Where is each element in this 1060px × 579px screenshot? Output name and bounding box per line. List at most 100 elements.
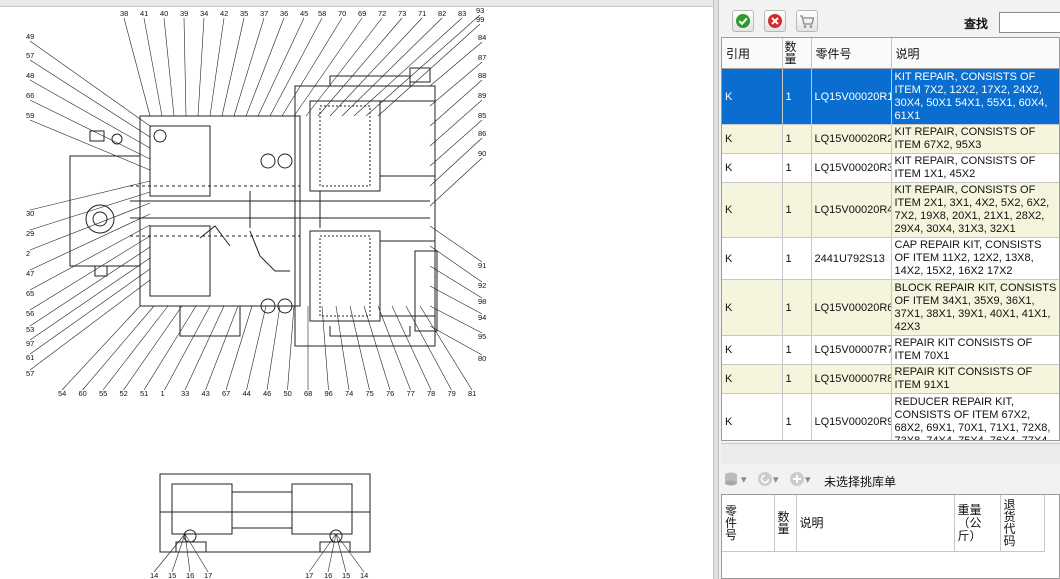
callout-label[interactable]: 61: [26, 353, 34, 362]
callout-label[interactable]: 34: [200, 9, 208, 18]
callout-label[interactable]: 93: [476, 6, 484, 15]
callout-label[interactable]: 50: [284, 389, 292, 398]
callout-label[interactable]: 60: [79, 389, 87, 398]
callout-label[interactable]: 97: [26, 339, 34, 348]
callout-label[interactable]: 35: [240, 9, 248, 18]
callout-label[interactable]: 39: [180, 9, 188, 18]
table-row[interactable]: K 1 LQ15V00007R8 REPAIR KIT CONSISTS OF …: [722, 364, 1059, 394]
callout-label[interactable]: 96: [325, 389, 333, 398]
col-header-qty[interactable]: 数量: [782, 38, 812, 69]
callout-label[interactable]: 82: [438, 9, 446, 18]
callout-label[interactable]: 79: [448, 389, 456, 398]
table-row[interactable]: K 1 2441U792S13 CAP REPAIR KIT, CONSISTS…: [722, 237, 1059, 280]
callout-label[interactable]: 38: [120, 9, 128, 18]
callout-label[interactable]: 58: [318, 9, 326, 18]
callout-label[interactable]: 46: [263, 389, 271, 398]
col-header-part-no[interactable]: 零件号: [811, 38, 892, 69]
pick-list-grid[interactable]: 零件号 数量 说明 重量（公斤） 退货代码: [721, 494, 1060, 579]
callout-label[interactable]: 65: [26, 289, 34, 298]
callout-label[interactable]: 17: [204, 571, 212, 579]
callout-label[interactable]: 86: [478, 129, 486, 138]
callout-label[interactable]: 66: [26, 91, 34, 100]
parts-grid[interactable]: 引用 数量 零件号 说明 K 1 LQ15V00020R1 KIT REPAIR…: [721, 37, 1060, 441]
callout-label[interactable]: 71: [418, 9, 426, 18]
table-row[interactable]: K 1 LQ15V00020R3 KIT REPAIR, CONSISTS OF…: [722, 153, 1059, 183]
callout-label[interactable]: 59: [26, 111, 34, 120]
col-header-ref[interactable]: 引用: [722, 38, 783, 69]
callout-label[interactable]: 98: [478, 297, 486, 306]
callout-label[interactable]: 85: [478, 111, 486, 120]
callout-label[interactable]: 99: [476, 15, 484, 24]
pick-list-menu-button[interactable]: ▾: [723, 470, 747, 488]
callout-label[interactable]: 57: [26, 51, 34, 60]
horizontal-splitter[interactable]: [721, 443, 1060, 464]
col-header-part-no[interactable]: 零件号: [722, 495, 775, 552]
table-row[interactable]: K 1 LQ15V00020R4 KIT REPAIR, CONSISTS OF…: [722, 182, 1059, 238]
callout-label[interactable]: 36: [280, 9, 288, 18]
callout-label[interactable]: 45: [300, 9, 308, 18]
callout-label[interactable]: 29: [26, 229, 34, 238]
callout-label[interactable]: 42: [220, 9, 228, 18]
col-header-qty[interactable]: 数量: [774, 495, 797, 552]
callout-label[interactable]: 43: [202, 389, 210, 398]
callout-label[interactable]: 78: [427, 389, 435, 398]
callout-label[interactable]: 33: [181, 389, 189, 398]
callout-label[interactable]: 91: [478, 261, 486, 270]
callout-label[interactable]: 70: [338, 9, 346, 18]
callout-label[interactable]: 68: [304, 389, 312, 398]
callout-label[interactable]: 94: [478, 313, 486, 322]
callout-label[interactable]: 30: [26, 209, 34, 218]
callout-label[interactable]: 47: [26, 269, 34, 278]
confirm-button[interactable]: [732, 10, 754, 32]
add-to-cart-button[interactable]: [796, 10, 818, 32]
callout-label[interactable]: 44: [243, 389, 251, 398]
callout-label[interactable]: 51: [140, 389, 148, 398]
callout-label[interactable]: 92: [478, 281, 486, 290]
callout-label[interactable]: 55: [99, 389, 107, 398]
callout-label[interactable]: 83: [458, 9, 466, 18]
table-row[interactable]: K 1 LQ15V00020R2 KIT REPAIR, CONSISTS OF…: [722, 124, 1059, 154]
callout-label[interactable]: 52: [120, 389, 128, 398]
col-header-desc[interactable]: 说明: [796, 495, 955, 552]
callout-label[interactable]: 15: [168, 571, 176, 579]
callout-label[interactable]: 67: [222, 389, 230, 398]
callout-label[interactable]: 72: [378, 9, 386, 18]
callout-label[interactable]: 75: [366, 389, 374, 398]
col-header-backorder[interactable]: 退货代码: [1000, 495, 1045, 552]
callout-label[interactable]: 48: [26, 71, 34, 80]
callout-label[interactable]: 16: [186, 571, 194, 579]
callout-label[interactable]: 16: [324, 571, 332, 579]
callout-label[interactable]: 88: [478, 71, 486, 80]
callout-label[interactable]: 37: [260, 9, 268, 18]
table-row[interactable]: K 1 LQ15V00020R1 KIT REPAIR, CONSISTS OF…: [722, 68, 1059, 125]
callout-label[interactable]: 87: [478, 53, 486, 62]
callout-label[interactable]: 17: [305, 571, 313, 579]
callout-label[interactable]: 69: [358, 9, 366, 18]
table-row[interactable]: K 1 LQ15V00007R7 REPAIR KIT CONSISTS OF …: [722, 335, 1059, 365]
callout-label[interactable]: 76: [386, 389, 394, 398]
search-input[interactable]: [999, 12, 1060, 33]
callout-label[interactable]: 2: [26, 249, 30, 258]
callout-label[interactable]: 54: [58, 389, 66, 398]
callout-label[interactable]: 73: [398, 9, 406, 18]
callout-label[interactable]: 56: [26, 309, 34, 318]
refresh-button[interactable]: ▾: [757, 470, 779, 488]
callout-label[interactable]: 57: [26, 369, 34, 378]
callout-label[interactable]: 84: [478, 33, 486, 42]
cancel-button[interactable]: [764, 10, 786, 32]
callout-label[interactable]: 95: [478, 332, 486, 341]
callout-label[interactable]: 53: [26, 325, 34, 334]
callout-label[interactable]: 14: [360, 571, 368, 579]
callout-label[interactable]: 89: [478, 91, 486, 100]
callout-label[interactable]: 49: [26, 32, 34, 41]
table-row[interactable]: K 1 LQ15V00020R9 REDUCER REPAIR KIT, CON…: [722, 393, 1059, 440]
callout-label[interactable]: 14: [150, 571, 158, 579]
col-header-weight[interactable]: 重量（公斤）: [954, 495, 1001, 552]
table-row[interactable]: K 1 LQ15V00020R6 BLOCK REPAIR KIT, CONSI…: [722, 279, 1059, 336]
callout-label[interactable]: 74: [345, 389, 353, 398]
callout-label[interactable]: 1: [161, 389, 165, 398]
callout-label[interactable]: 40: [160, 9, 168, 18]
col-header-desc[interactable]: 说明: [891, 38, 1059, 69]
